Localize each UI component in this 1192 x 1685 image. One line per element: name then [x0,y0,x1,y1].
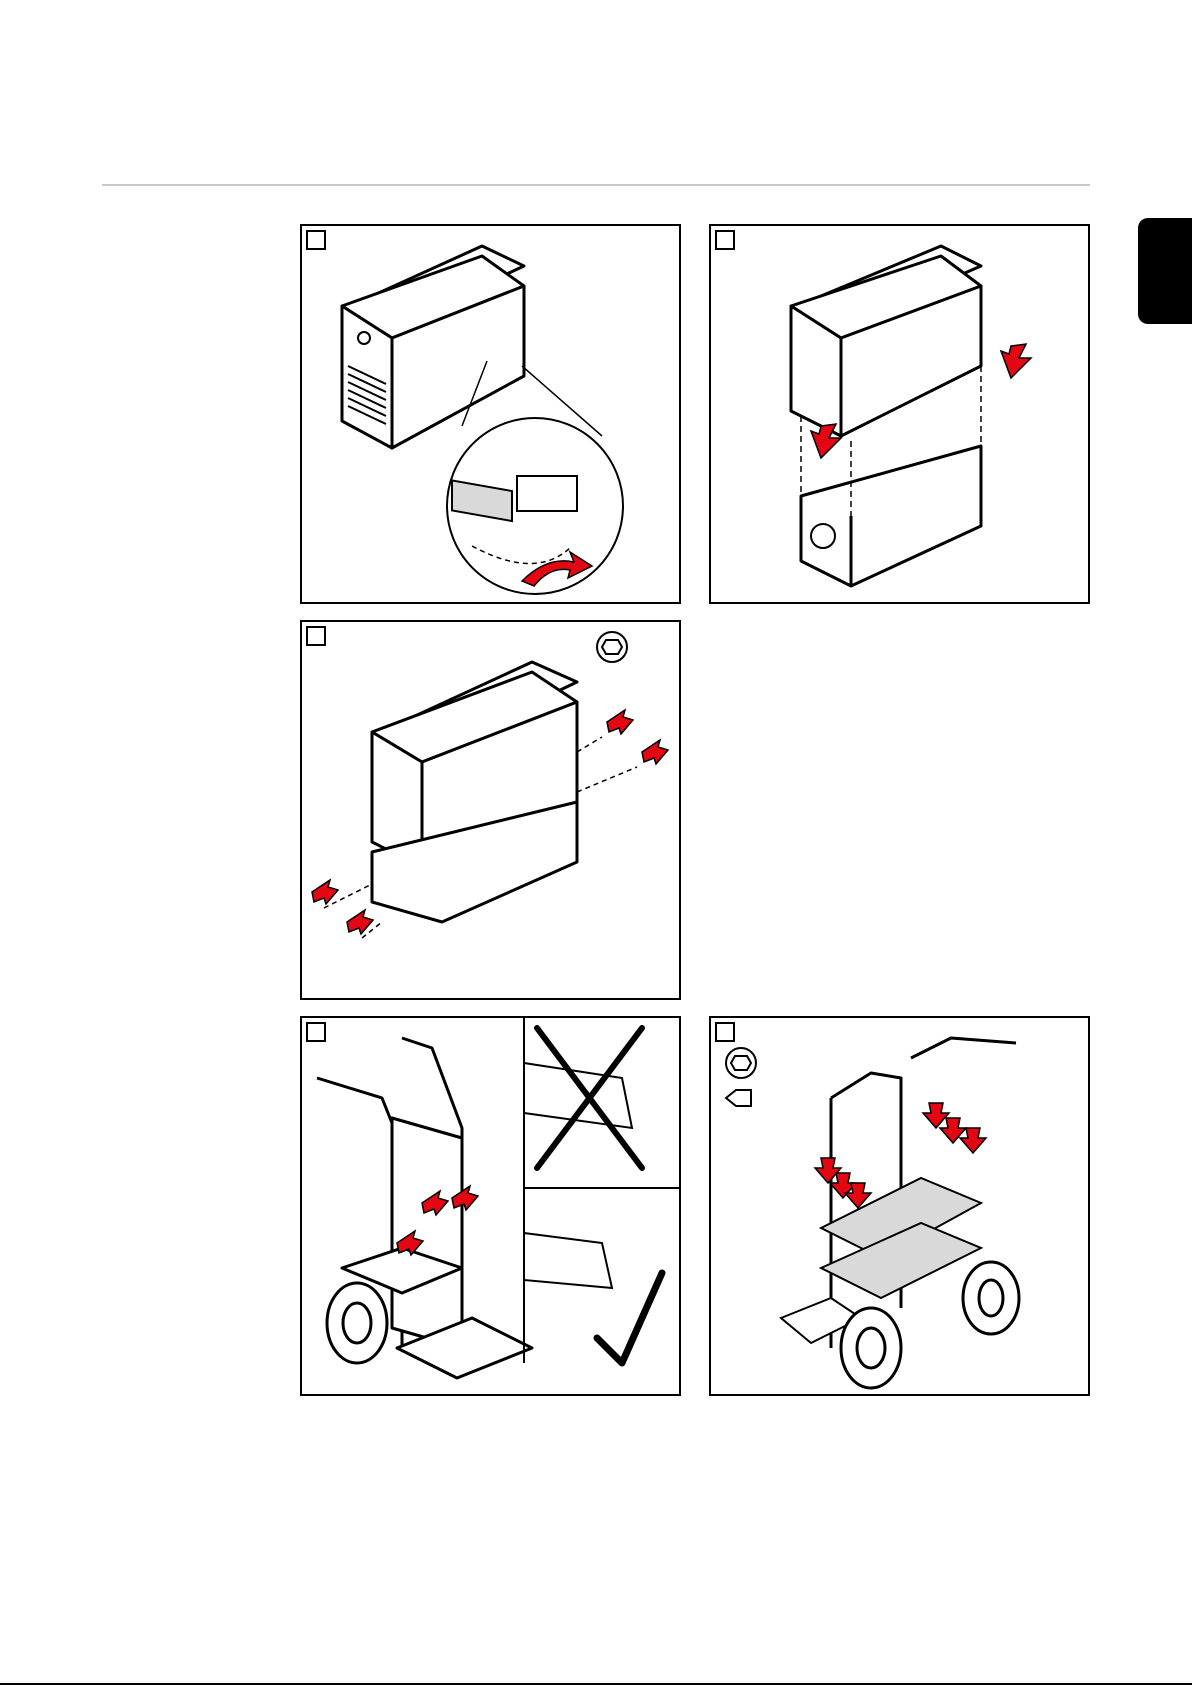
step-3-illustration [302,622,679,998]
step-4-panel [300,1016,681,1396]
torx-screwdriver-icon [597,632,627,662]
step-2-number-box [715,230,735,250]
header-rule [102,184,1090,186]
step-4-illustration [302,1018,679,1394]
step-2-illustration [711,226,1088,602]
step-4-number-box [306,1022,326,1042]
step-5-number-box [715,1022,735,1042]
step-1-panel [300,224,681,604]
step-5-illustration [711,1018,1088,1394]
step-2-panel [709,224,1090,604]
step-3-number-box [306,626,326,646]
torx-screwdriver-icon [726,1048,756,1106]
step-1-number-box [306,230,326,250]
step-1-illustration [302,226,679,602]
section-tab [1138,218,1192,324]
step-5-panel [709,1016,1090,1396]
step-3-panel [300,620,681,1000]
